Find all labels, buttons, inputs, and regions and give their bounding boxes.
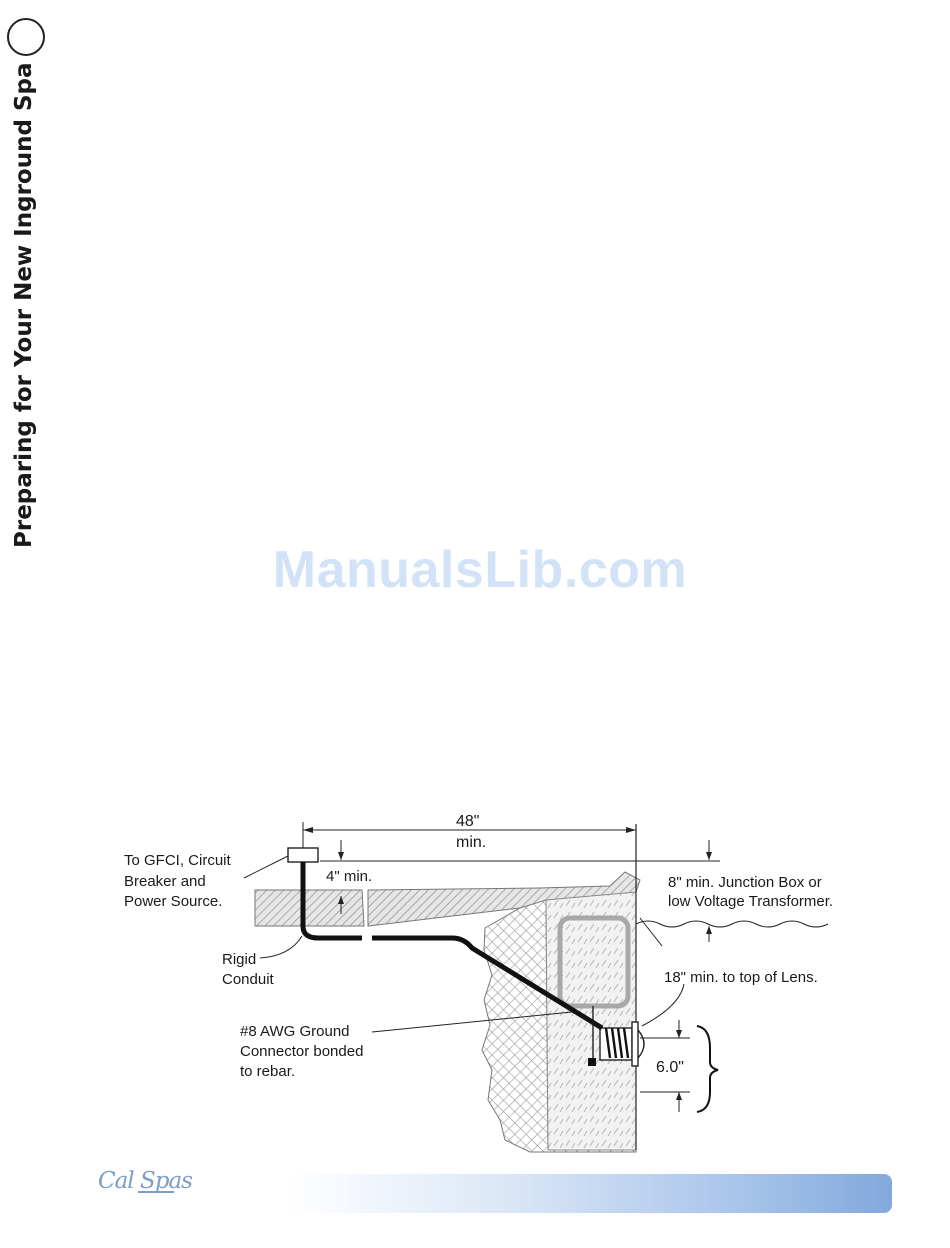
watermark: ManualsLib.com [0,540,950,600]
page-number-circle [7,18,45,56]
brace [697,1026,718,1112]
light-dome [638,1030,644,1058]
width-unit: min. [456,834,486,851]
lens-label: 18" min. to top of Lens. [664,969,818,986]
junction-box [288,848,318,862]
ground-clamp [588,1058,596,1066]
gfci-label-2: Breaker and [124,873,206,890]
conduit-label-1: Rigid [222,951,256,968]
ground-label-2: Connector bonded [240,1043,363,1060]
ground-label-3: to rebar. [240,1063,295,1080]
depth-4-label: 4" min. [326,868,372,885]
ground-label-1: #8 AWG Ground [240,1023,350,1040]
ground-slab-left [255,890,364,926]
gfci-label-1: To GFCI, Circuit [124,852,232,869]
light-lens [632,1022,638,1066]
junction-label-1: 8" min. Junction Box or [668,874,822,891]
dim-48-arrow-left [303,827,313,833]
logo-underline [138,1191,174,1193]
junction-label-2: low Voltage Transformer. [668,893,833,910]
footer-bar [287,1174,892,1213]
width-value: 48" [456,813,479,830]
water-line [636,921,828,927]
conduit-label-2: Conduit [222,971,275,988]
spa-light-installation-diagram: 48" min. To GFCI, Circuit Breaker and Po… [0,800,950,1160]
gfci-label-3: Power Source. [124,893,222,910]
section-title: Preparing for Your New Inground Spa [6,63,42,549]
dim-48-arrow-right [626,827,636,833]
light-height-label: 6.0" [656,1059,684,1076]
